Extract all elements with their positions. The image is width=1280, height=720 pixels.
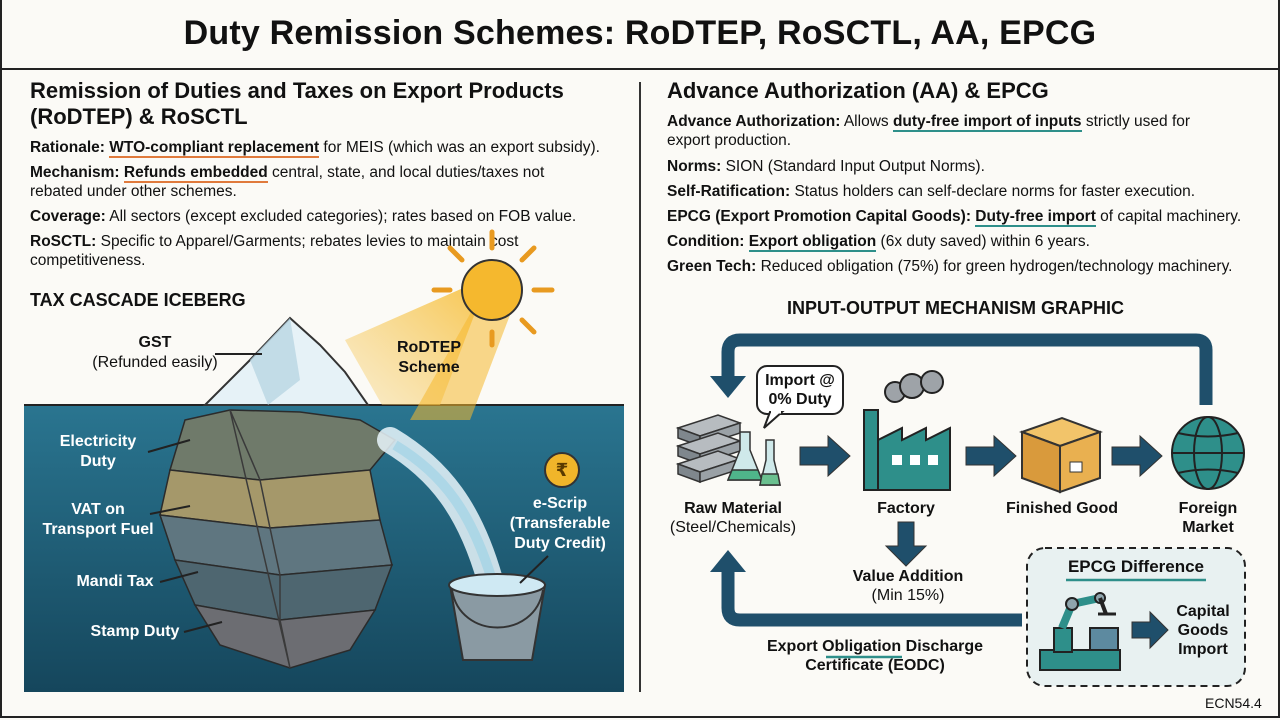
iceberg-leader-lines	[147, 353, 549, 633]
left-heading-line1: Remission of Duties and Taxes on Export …	[30, 78, 564, 103]
right-heading: Advance Authorization (AA) & EPCG	[667, 78, 1049, 103]
aa-text-cont: export production.	[667, 132, 792, 149]
raw-material-icon	[675, 414, 743, 484]
water-stream-inner	[392, 440, 497, 582]
greentech-text: Green Tech: Reduced obligation (75%) for…	[667, 258, 1233, 275]
mechanism-highlight: Refunds embedded	[123, 164, 268, 183]
graphic-heading: INPUT-OUTPUT MECHANISM GRAPHIC	[787, 298, 1124, 318]
eodc-return-arrowhead	[710, 550, 746, 572]
aa-highlight: duty-free import of inputs	[892, 113, 1082, 132]
finished-good-box-icon	[1019, 416, 1103, 494]
factory-icon	[863, 370, 951, 491]
top-return-arrowhead	[710, 376, 746, 398]
condition-highlight: Export obligation	[748, 233, 877, 252]
top-return-arrow	[721, 333, 1213, 405]
arrow-factory-to-finished	[965, 434, 1017, 478]
page-title: Duty Remission Schemes: RoDTEP, RoSCTL, …	[183, 14, 1097, 52]
condition-text: Condition: Export obligation (6x duty sa…	[667, 233, 1090, 252]
globe-icon	[1171, 416, 1245, 490]
sun-beam-inner	[410, 300, 510, 420]
rupee-coin-icon	[544, 452, 580, 488]
coverage-text: Coverage: All sectors (except excluded c…	[30, 208, 577, 225]
arrow-raw-to-factory	[799, 434, 851, 478]
rationale-text: Rationale: WTO-compliant replacement for…	[30, 139, 600, 158]
aa-text: Advance Authorization: Allows duty-free …	[667, 113, 1191, 132]
sun-icon	[431, 229, 555, 348]
bucket-icon	[448, 573, 547, 661]
arrow-finished-to-market	[1111, 434, 1163, 478]
mechanism-text: Mechanism: Refunds embedded central, sta…	[30, 164, 545, 183]
factory-label: Factory	[877, 500, 935, 517]
left-heading-line2: (RoDTEP) & RoSCTL	[30, 104, 248, 129]
mechanism-text-cont: rebated under other schemes.	[30, 183, 237, 200]
chemical-flask-icon	[726, 431, 781, 486]
import-duty-label: Import @0% Duty	[765, 372, 835, 408]
selfrat-text: Self-Ratification: Status holders can se…	[667, 183, 1196, 200]
epcg-text: EPCG (Export Promotion Capital Goods): D…	[667, 208, 1242, 227]
iceberg-body	[158, 409, 397, 669]
epcg-difference-title: EPCG Difference	[1067, 557, 1205, 576]
import-speech-bubble	[756, 365, 844, 429]
rationale-highlight: WTO-compliant replacement	[109, 139, 320, 158]
arrow-value-addition	[884, 521, 928, 567]
rosctl-text-cont: competitiveness.	[30, 252, 146, 269]
footer-code: ECN54.4	[1205, 695, 1262, 711]
iceberg-tip-shade	[250, 318, 300, 405]
eodc-return-arrow	[721, 568, 1022, 627]
value-addition-label: Value Addition(Min 15%)	[852, 568, 964, 604]
rupee-symbol: ₹	[555, 460, 569, 480]
stamp-duty-label: Stamp Duty	[90, 623, 180, 640]
finished-good-label: Finished Good	[1006, 500, 1118, 517]
robot-arm-icon	[1039, 592, 1121, 671]
rosctl-text: RoSCTL: Specific to Apparel/Garments; re…	[30, 233, 519, 250]
norms-text: Norms: SION (Standard Input Output Norms…	[667, 158, 985, 175]
epcg-highlight: Duty-free import	[975, 208, 1096, 227]
title-rule	[0, 68, 1280, 70]
gst-label: GST(Refunded easily)	[92, 334, 218, 371]
arrow-capital-goods	[1131, 610, 1169, 650]
raw-material-label: Raw Material(Steel/Chemicals)	[669, 500, 797, 536]
column-divider	[639, 82, 641, 692]
iceberg-heading: TAX CASCADE ICEBERG	[30, 290, 246, 310]
mandi-tax-label: Mandi Tax	[76, 573, 154, 590]
